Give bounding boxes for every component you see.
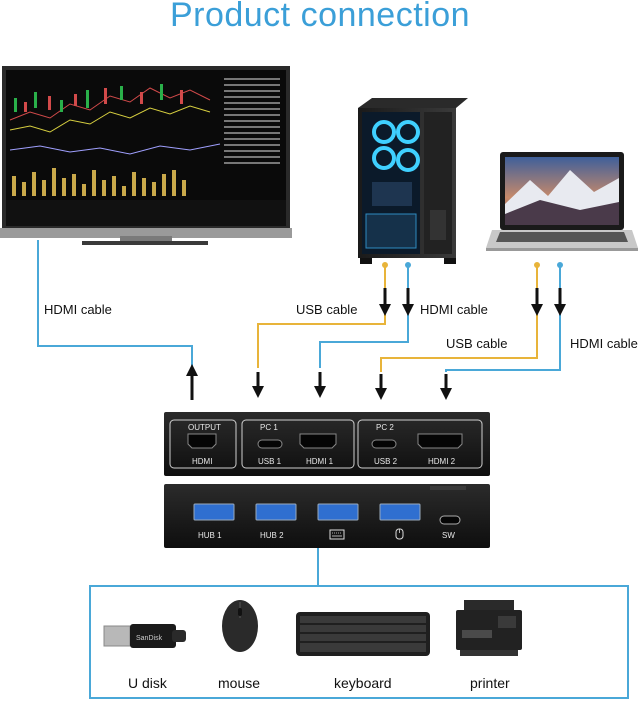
- hdmi1-label: HDMI 1: [306, 457, 334, 466]
- pc1-label: PC 1: [260, 423, 278, 432]
- pc2-label: PC 2: [376, 423, 394, 432]
- usb-drive-icon: SanDisk: [103, 624, 186, 648]
- device-label-keyboard: keyboard: [334, 675, 392, 691]
- monitor-icon: [0, 66, 292, 245]
- device-label-udisk: U disk: [128, 675, 167, 691]
- wire-hdmi-pc2: [445, 264, 561, 372]
- usb2-port[interactable]: [371, 439, 397, 449]
- cable-label-hdmi-pc2: HDMI cable: [570, 336, 638, 351]
- kvm-switch-front: OUTPUT HDMI PC 1 USB 1 HDMI 1 PC 2 USB 2…: [164, 412, 490, 476]
- usb1-port[interactable]: [257, 439, 283, 449]
- wires: [37, 240, 629, 699]
- usb-port-hub2[interactable]: [255, 503, 297, 521]
- hdmi-connector-dot: [405, 262, 411, 268]
- arrows: [186, 288, 566, 400]
- device-label-printer: printer: [470, 675, 510, 691]
- mouse-icon: [222, 600, 258, 652]
- hdmi2-port[interactable]: [417, 433, 463, 449]
- kvm-switch-back: HUB 1 HUB 2 SW: [164, 484, 490, 548]
- page-title: Product connection: [169, 0, 471, 34]
- printer-icon: [456, 600, 522, 656]
- cable-label-hdmi-monitor: HDMI cable: [44, 302, 112, 317]
- keyboard-icon: [296, 612, 430, 656]
- laptop-icon: [486, 152, 638, 251]
- usb2-label: USB 2: [374, 457, 398, 466]
- wire-hdmi-output: [37, 240, 193, 368]
- peripherals-frame: [89, 585, 629, 699]
- hub2-label: HUB 2: [260, 531, 284, 540]
- hub1-label: HUB 1: [198, 531, 222, 540]
- cable-label-usb-pc1: USB cable: [296, 302, 358, 317]
- cable-label-usb-pc2: USB cable: [446, 336, 508, 351]
- usb-drive-brand: SanDisk: [136, 635, 163, 642]
- arrow-down-icon: [252, 372, 264, 398]
- keyboard-small-icon: [329, 529, 345, 540]
- sw-label: SW: [442, 531, 455, 540]
- usb-port-keyboard[interactable]: [317, 503, 359, 521]
- arrow-down-icon: [531, 288, 543, 316]
- usb-connector-dot: [382, 262, 388, 268]
- arrow-down-icon: [440, 374, 452, 400]
- usb-port-hub1[interactable]: [193, 503, 235, 521]
- usb-port-mouse[interactable]: [379, 503, 421, 521]
- arrow-down-icon: [375, 374, 387, 400]
- sw-port[interactable]: [439, 515, 461, 525]
- device-label-mouse: mouse: [218, 675, 261, 691]
- mouse-small-icon: [395, 528, 404, 540]
- arrow-down-icon: [314, 372, 326, 398]
- arrow-down-icon: [379, 288, 391, 316]
- arrow-down-icon: [554, 288, 566, 316]
- usb1-label: USB 1: [258, 457, 282, 466]
- cable-label-hdmi-pc1: HDMI cable: [420, 302, 488, 317]
- wire-usb-pc2: [380, 264, 538, 372]
- output-label: OUTPUT: [188, 423, 221, 432]
- hdmi-label: HDMI: [192, 457, 212, 466]
- hdmi-connector-dot: [557, 262, 563, 268]
- hdmi-output-port[interactable]: [187, 433, 217, 449]
- desktop-pc-icon: [358, 98, 468, 264]
- arrow-down-icon: [402, 288, 414, 316]
- arrow-up-icon: [186, 364, 198, 400]
- hdmi1-port[interactable]: [299, 433, 337, 449]
- usb-connector-dot: [534, 262, 540, 268]
- hdmi2-label: HDMI 2: [428, 457, 456, 466]
